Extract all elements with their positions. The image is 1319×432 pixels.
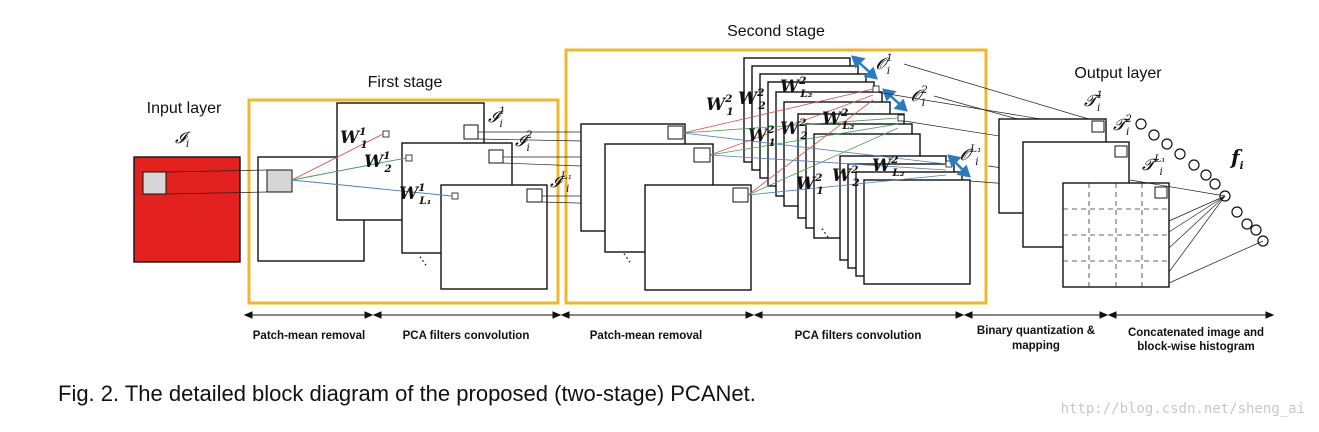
second-stage-connection-lines (682, 88, 947, 196)
svg-text:𝓞2i: 𝓞2i (911, 84, 928, 109)
first-stage-label: First stage (368, 74, 443, 91)
svg-text:W22: W22 (780, 117, 808, 142)
output-layer-maps (998, 118, 1170, 288)
svg-text:W22: W22 (738, 87, 766, 112)
second-stage-frame (564, 48, 988, 305)
svg-text:W21: W21 (706, 93, 734, 118)
section-pca-filters-convolution-1: PCA filters convolution (403, 330, 530, 342)
section-block-wise-histogram: block-wise histogram (1137, 341, 1255, 353)
input-image-symbol: 𝓘i (175, 128, 191, 150)
section-mapping: mapping (1012, 340, 1060, 352)
second-stage-output-stacks: ⋮ (743, 57, 971, 285)
svg-text:𝓞1i: 𝓞1i (876, 52, 893, 77)
second-stage-label: Second stage (727, 23, 825, 40)
section-patch-mean-removal-1: Patch-mean removal (253, 330, 366, 342)
svg-text:W21: W21 (748, 124, 776, 149)
svg-text:W22: W22 (832, 164, 860, 189)
figure-caption: Fig. 2. The detailed block diagram of th… (58, 381, 756, 406)
input-image: 𝓘i (133, 128, 241, 263)
input-patch (142, 171, 167, 195)
second-stage-mean-removed-maps: ⋮ (580, 123, 752, 291)
section-binary-quantization: Binary quantization & (977, 325, 1095, 337)
svg-text:𝓣2i: 𝓣2i (1113, 113, 1132, 138)
section-pca-filters-convolution-2: PCA filters convolution (795, 330, 922, 342)
section-patch-mean-removal-2: Patch-mean removal (590, 330, 703, 342)
section-concatenated-image: Concatenated image and (1128, 327, 1264, 339)
feature-vector: fi (1129, 118, 1269, 284)
first-stage-output-maps: ⋮ (336, 102, 548, 290)
histogram-block-grid (1062, 182, 1170, 288)
output-layer-label: Output layer (1074, 65, 1162, 82)
svg-text:W21: W21 (796, 172, 824, 197)
feature-vector-symbol: fi (1229, 145, 1244, 172)
first-stage-frame (247, 98, 560, 305)
watermark: http://blog.csdn.net/sheng_ai (1060, 401, 1305, 417)
second-stage-blue-arrows (851, 55, 971, 178)
section-labels: Patch-mean removal PCA filters convoluti… (253, 325, 1264, 353)
first-stage-ellipsis: ⋮ (414, 252, 433, 272)
svg-text:𝓣1i: 𝓣1i (1084, 89, 1103, 114)
process-arrows (243, 311, 1275, 319)
first-stage-connection-lines (165, 133, 453, 197)
input-layer-label: Input layer (147, 100, 222, 117)
